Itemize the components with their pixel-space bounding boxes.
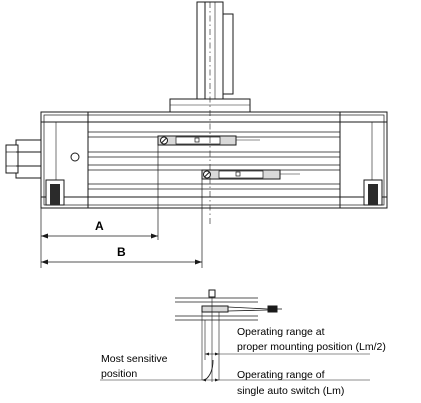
switch-detail-view xyxy=(100,289,370,382)
adjust-bolt xyxy=(5,139,42,179)
dimension-a-label: A xyxy=(95,219,104,233)
operating-range-single-line1: Operating range of xyxy=(237,369,325,381)
dimension-lines xyxy=(40,145,203,268)
operating-range-proper-line2: proper mounting position (Lm/2) xyxy=(237,341,386,353)
actuator-body xyxy=(40,111,388,209)
auto-switch-lower xyxy=(201,169,300,180)
auto-switch-upper xyxy=(157,135,260,146)
operating-range-single-line2: single auto switch (Lm) xyxy=(237,385,345,397)
mounting-feet xyxy=(45,179,383,206)
operating-range-proper-line1: Operating range at xyxy=(237,326,325,338)
most-sensitive-line2: position xyxy=(101,368,138,380)
dimension-b-label: B xyxy=(117,245,126,259)
most-sensitive-line1: Most sensitive xyxy=(101,353,168,365)
